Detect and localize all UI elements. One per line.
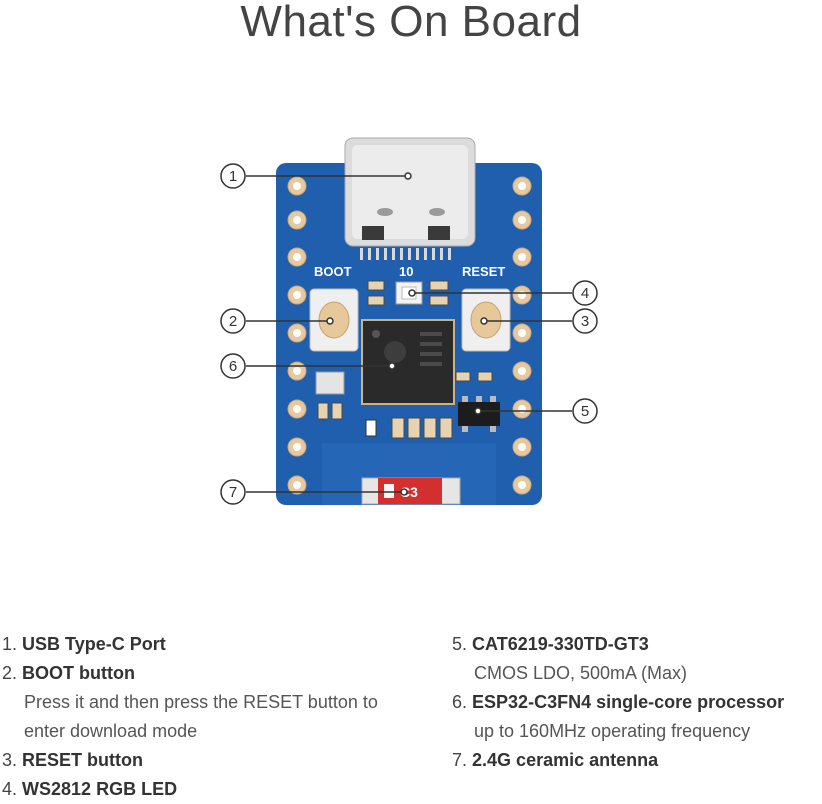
feature-number: 2. xyxy=(2,663,18,683)
callout-3: 3 xyxy=(572,308,598,334)
feature-name: WS2812 RGB LED xyxy=(22,779,178,799)
esp32-c3-chip xyxy=(361,319,455,405)
boot-button xyxy=(309,288,359,352)
feature-item-2: 2. BOOT button xyxy=(2,659,378,688)
feature-number: 4. xyxy=(2,779,18,799)
callout-4-label: 4 xyxy=(581,285,589,302)
feature-desc: up to 160MHz operating frequency xyxy=(474,721,751,741)
callout-6-label: 6 xyxy=(229,358,237,375)
callout-4: 4 xyxy=(572,280,598,306)
callout-1: 1 xyxy=(220,163,246,189)
feature-name: BOOT button xyxy=(22,663,135,683)
feature-item-5: 5. CAT6219-330TD-GT3 xyxy=(452,630,784,659)
page-title: What's On Board xyxy=(240,0,582,46)
callout-3-label: 3 xyxy=(581,313,589,330)
feature-name: 2.4G ceramic antenna xyxy=(472,750,659,770)
feature-name: RESET button xyxy=(22,750,144,770)
boot-silkscreen: BOOT xyxy=(314,264,352,279)
board-diagram: BOOT 10 RESET xyxy=(220,137,598,505)
callout-2-label: 2 xyxy=(229,313,237,330)
feature-number: 5. xyxy=(452,634,468,654)
feature-name: CAT6219-330TD-GT3 xyxy=(472,634,649,654)
feature-desc: enter download mode xyxy=(24,721,198,741)
callout-2: 2 xyxy=(220,308,246,334)
reset-silkscreen: RESET xyxy=(462,264,505,279)
callout-7: 7 xyxy=(220,479,246,505)
usb-c-port xyxy=(344,137,476,247)
callout-1-label: 1 xyxy=(229,168,237,185)
feature-item-4: 4. WS2812 RGB LED xyxy=(2,775,378,804)
feature-name: ESP32-C3FN4 single-core processor xyxy=(472,692,785,712)
callout-5: 5 xyxy=(572,398,598,424)
feature-item-6: 6. ESP32-C3FN4 single-core processor xyxy=(452,688,784,717)
ceramic-antenna: C3 xyxy=(361,477,461,505)
reset-button xyxy=(461,288,511,352)
feature-number: 6. xyxy=(452,692,468,712)
feature-item-1: 1. USB Type-C Port xyxy=(2,630,378,659)
feature-item-7: 7. 2.4G ceramic antenna xyxy=(452,746,784,775)
callout-6: 6 xyxy=(220,353,246,379)
antenna-mark: C3 xyxy=(400,484,418,500)
pin-silkscreen: 10 xyxy=(399,264,413,279)
feature-list-left: 1. USB Type-C Port 2. BOOT button Press … xyxy=(2,630,378,804)
ldo-regulator xyxy=(458,396,500,432)
feature-number: 7. xyxy=(452,750,468,770)
callout-5-label: 5 xyxy=(581,403,589,420)
feature-number: 3. xyxy=(2,750,18,770)
feature-list-right: 5. CAT6219-330TD-GT3 CMOS LDO, 500mA (Ma… xyxy=(452,630,784,775)
feature-item-3: 3. RESET button xyxy=(2,746,378,775)
feature-number: 1. xyxy=(2,634,18,654)
feature-desc: CMOS LDO, 500mA (Max) xyxy=(474,663,688,683)
feature-desc: Press it and then press the RESET button… xyxy=(24,692,378,712)
feature-name: USB Type-C Port xyxy=(22,634,166,654)
callout-7-label: 7 xyxy=(229,484,237,501)
